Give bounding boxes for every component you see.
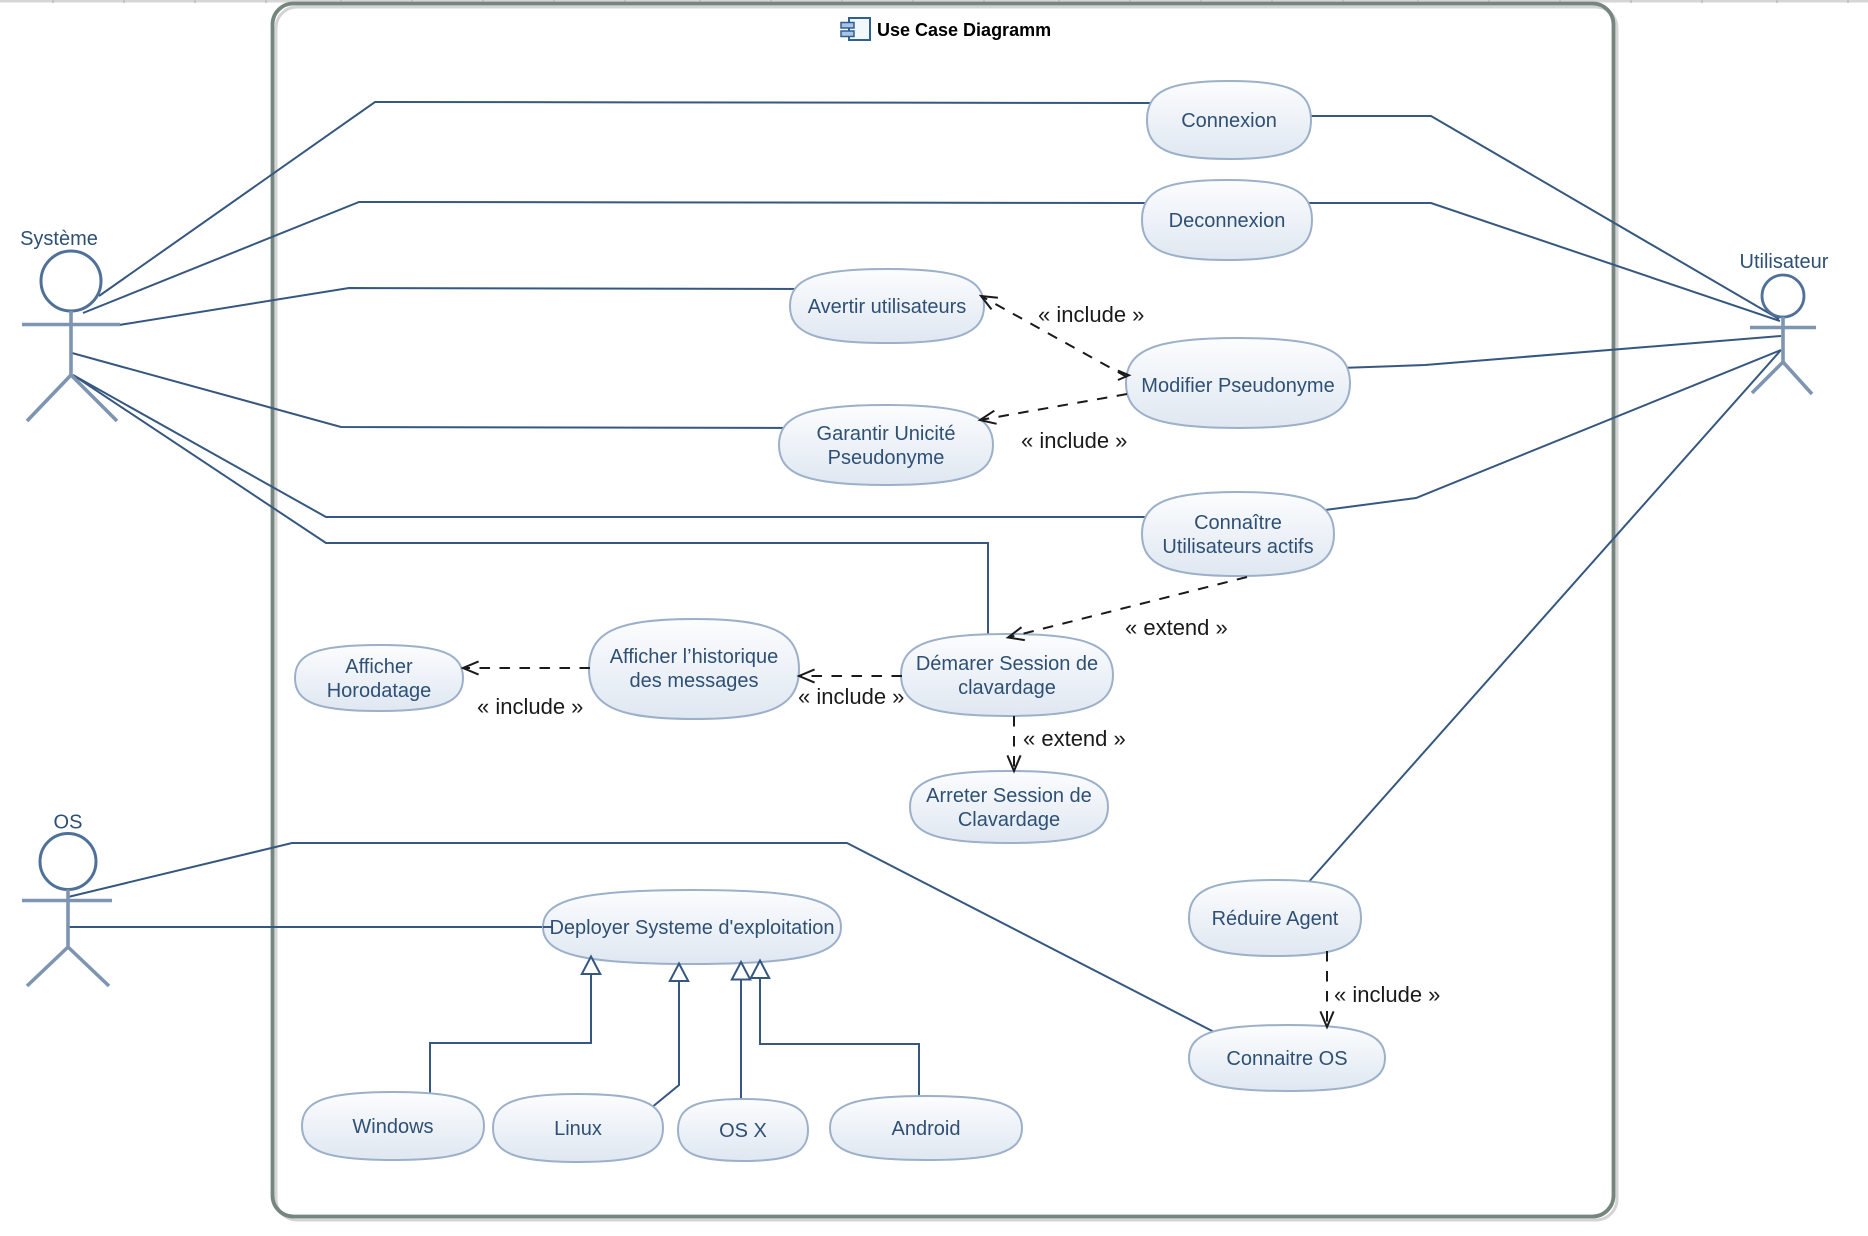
svg-text:« extend »: « extend » [1023, 726, 1126, 751]
svg-text:clavardage: clavardage [958, 677, 1056, 699]
svg-text:Système: Système [20, 228, 98, 250]
svg-text:« include »: « include » [477, 694, 583, 719]
svg-text:Avertir utilisateurs: Avertir utilisateurs [808, 296, 967, 318]
svg-text:Linux: Linux [554, 1118, 602, 1140]
svg-text:« extend »: « extend » [1125, 615, 1228, 640]
svg-text:Clavardage: Clavardage [958, 809, 1060, 831]
svg-text:Afficher l’historique: Afficher l’historique [610, 646, 779, 668]
svg-text:Afficher: Afficher [345, 656, 413, 678]
svg-text:Garantir Unicité: Garantir Unicité [817, 423, 956, 445]
svg-text:Android: Android [892, 1118, 961, 1140]
svg-text:Connaitre OS: Connaitre OS [1226, 1048, 1347, 1070]
svg-text:Modifier Pseudonyme: Modifier Pseudonyme [1141, 375, 1334, 397]
svg-text:Windows: Windows [352, 1116, 433, 1138]
svg-text:« include »: « include » [1021, 428, 1127, 453]
svg-text:Horodatage: Horodatage [327, 680, 432, 702]
svg-text:« include »: « include » [1038, 302, 1144, 327]
svg-text:OS: OS [54, 812, 83, 834]
svg-text:Deconnexion: Deconnexion [1169, 210, 1286, 232]
svg-text:Réduire Agent: Réduire Agent [1212, 908, 1339, 930]
svg-text:des messages: des messages [630, 670, 759, 692]
svg-text:Deployer Systeme d'exploitatio: Deployer Systeme d'exploitation [549, 917, 834, 939]
svg-text:« include »: « include » [1334, 982, 1440, 1007]
svg-text:Connexion: Connexion [1181, 110, 1277, 132]
svg-text:Arreter Session de: Arreter Session de [926, 785, 1092, 807]
svg-text:Utilisateur: Utilisateur [1740, 251, 1829, 273]
svg-text:Démarer Session de: Démarer Session de [916, 653, 1098, 675]
svg-text:Pseudonyme: Pseudonyme [828, 447, 945, 469]
svg-text:OS X: OS X [719, 1120, 767, 1142]
svg-text:Use Case Diagramm: Use Case Diagramm [877, 20, 1051, 40]
svg-text:Utilisateurs actifs: Utilisateurs actifs [1162, 536, 1313, 558]
svg-text:Connaître: Connaître [1194, 512, 1282, 534]
svg-text:« include »: « include » [798, 684, 904, 709]
